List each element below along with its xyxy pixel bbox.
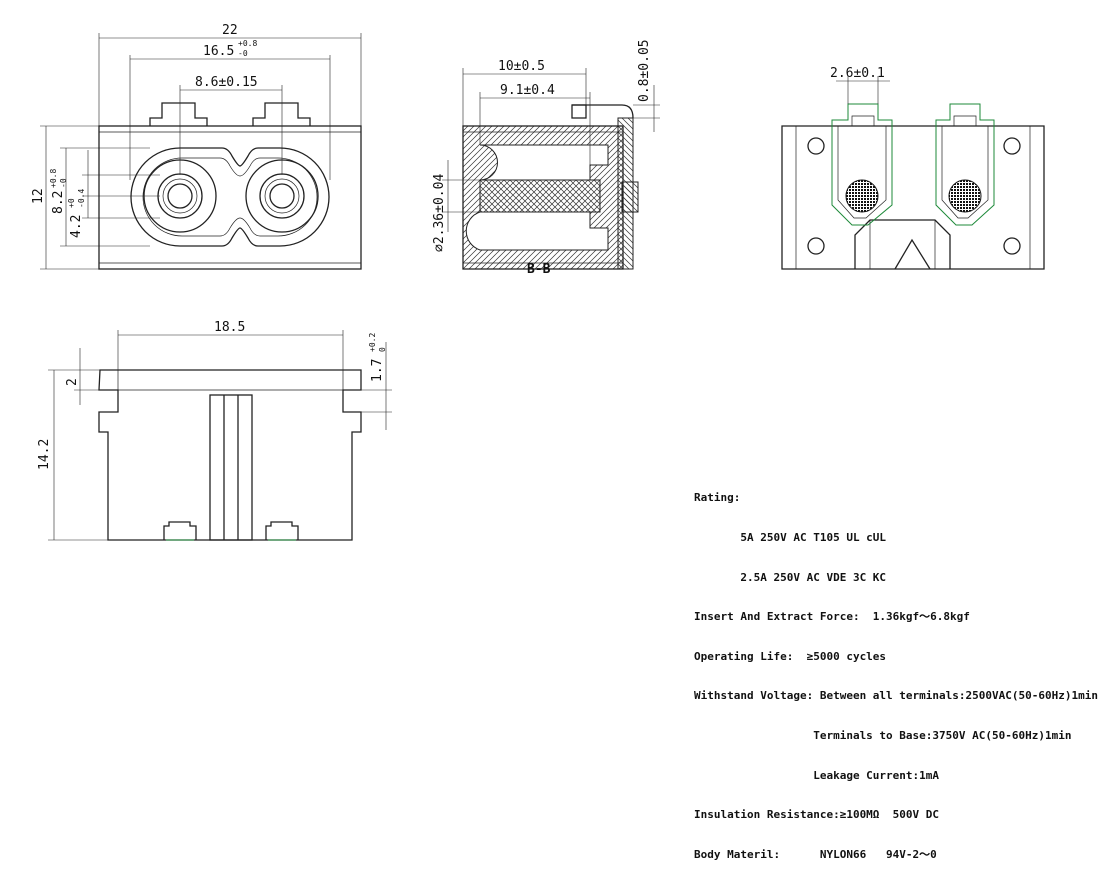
dim-overall-width: 22: [222, 23, 238, 38]
dim-inner-height-tol-lower: -0: [59, 178, 68, 188]
section-label: B-B: [527, 262, 551, 277]
dim-lip-tol-upper: +0.2: [368, 333, 377, 352]
dim-inner-width-tol-lower: -0: [238, 49, 248, 58]
specifications-block: Rating: 5A 250V AC T105 UL cUL 2.5A 250V…: [694, 465, 1098, 874]
spec-line: Leakage Current:1mA: [694, 768, 940, 782]
dim-depth: 10±0.5: [498, 59, 545, 74]
section-view: [442, 68, 660, 270]
side-view: [48, 330, 392, 541]
spec-line: Withstand Voltage: Between all terminals…: [694, 689, 1098, 703]
spec-line: Operating Life: ≥5000 cycles: [694, 649, 887, 663]
dim-inner-height-tol-upper: +0.8: [49, 169, 58, 188]
dim-inner-height: 8.2: [51, 191, 66, 214]
dim-side-width: 18.5: [214, 320, 245, 335]
dim-lip-tol-lower: 0: [378, 347, 387, 352]
dim-inner-width-tol-upper: +0.8: [238, 39, 257, 48]
dim-plate: 0.8±0.05: [637, 39, 652, 102]
dim-side-height: 14.2: [37, 439, 52, 470]
dim-pin-diameter: ⌀2.36±0.04: [432, 174, 447, 252]
dim-pin-offset-tol-lower: -0.4: [77, 189, 86, 208]
dim-inner-width: 16.5: [203, 44, 234, 59]
dim-terminal-width: 2.6±0.1: [830, 66, 885, 81]
spec-line: 5A 250V AC T105 UL cUL: [694, 531, 887, 544]
back-view: [781, 76, 1045, 270]
spec-line: Insulation Resistance:≥100MΩ 500V DC: [694, 808, 940, 822]
spec-line: Terminals to Base:3750V AC(50-60Hz)1min: [694, 728, 1072, 742]
dim-pin-depth: 9.1±0.4: [500, 83, 555, 98]
spec-line: Body Materil: NYLON66 94V-2～0: [694, 847, 937, 861]
spec-line: Rating:: [694, 491, 741, 505]
dim-pin-offset-tol-upper: +0: [67, 198, 76, 208]
technical-drawing: 22 16.5 +0.8 -0 8.6±0.15 12 8.2 +0.8 -0 …: [31, 23, 1045, 541]
dim-lip: 1.7: [370, 359, 385, 382]
dim-pin-pitch: 8.6±0.15: [195, 75, 258, 90]
dim-pin-offset: 4.2: [69, 215, 84, 238]
dim-height: 12: [31, 188, 46, 204]
dim-flange: 2: [65, 378, 80, 386]
spec-line: Insert And Extract Force: 1.36kgf～6.8kgf: [694, 610, 970, 624]
spec-line: 2.5A 250V AC VDE 3C KC: [694, 570, 887, 584]
front-view: [40, 33, 362, 270]
